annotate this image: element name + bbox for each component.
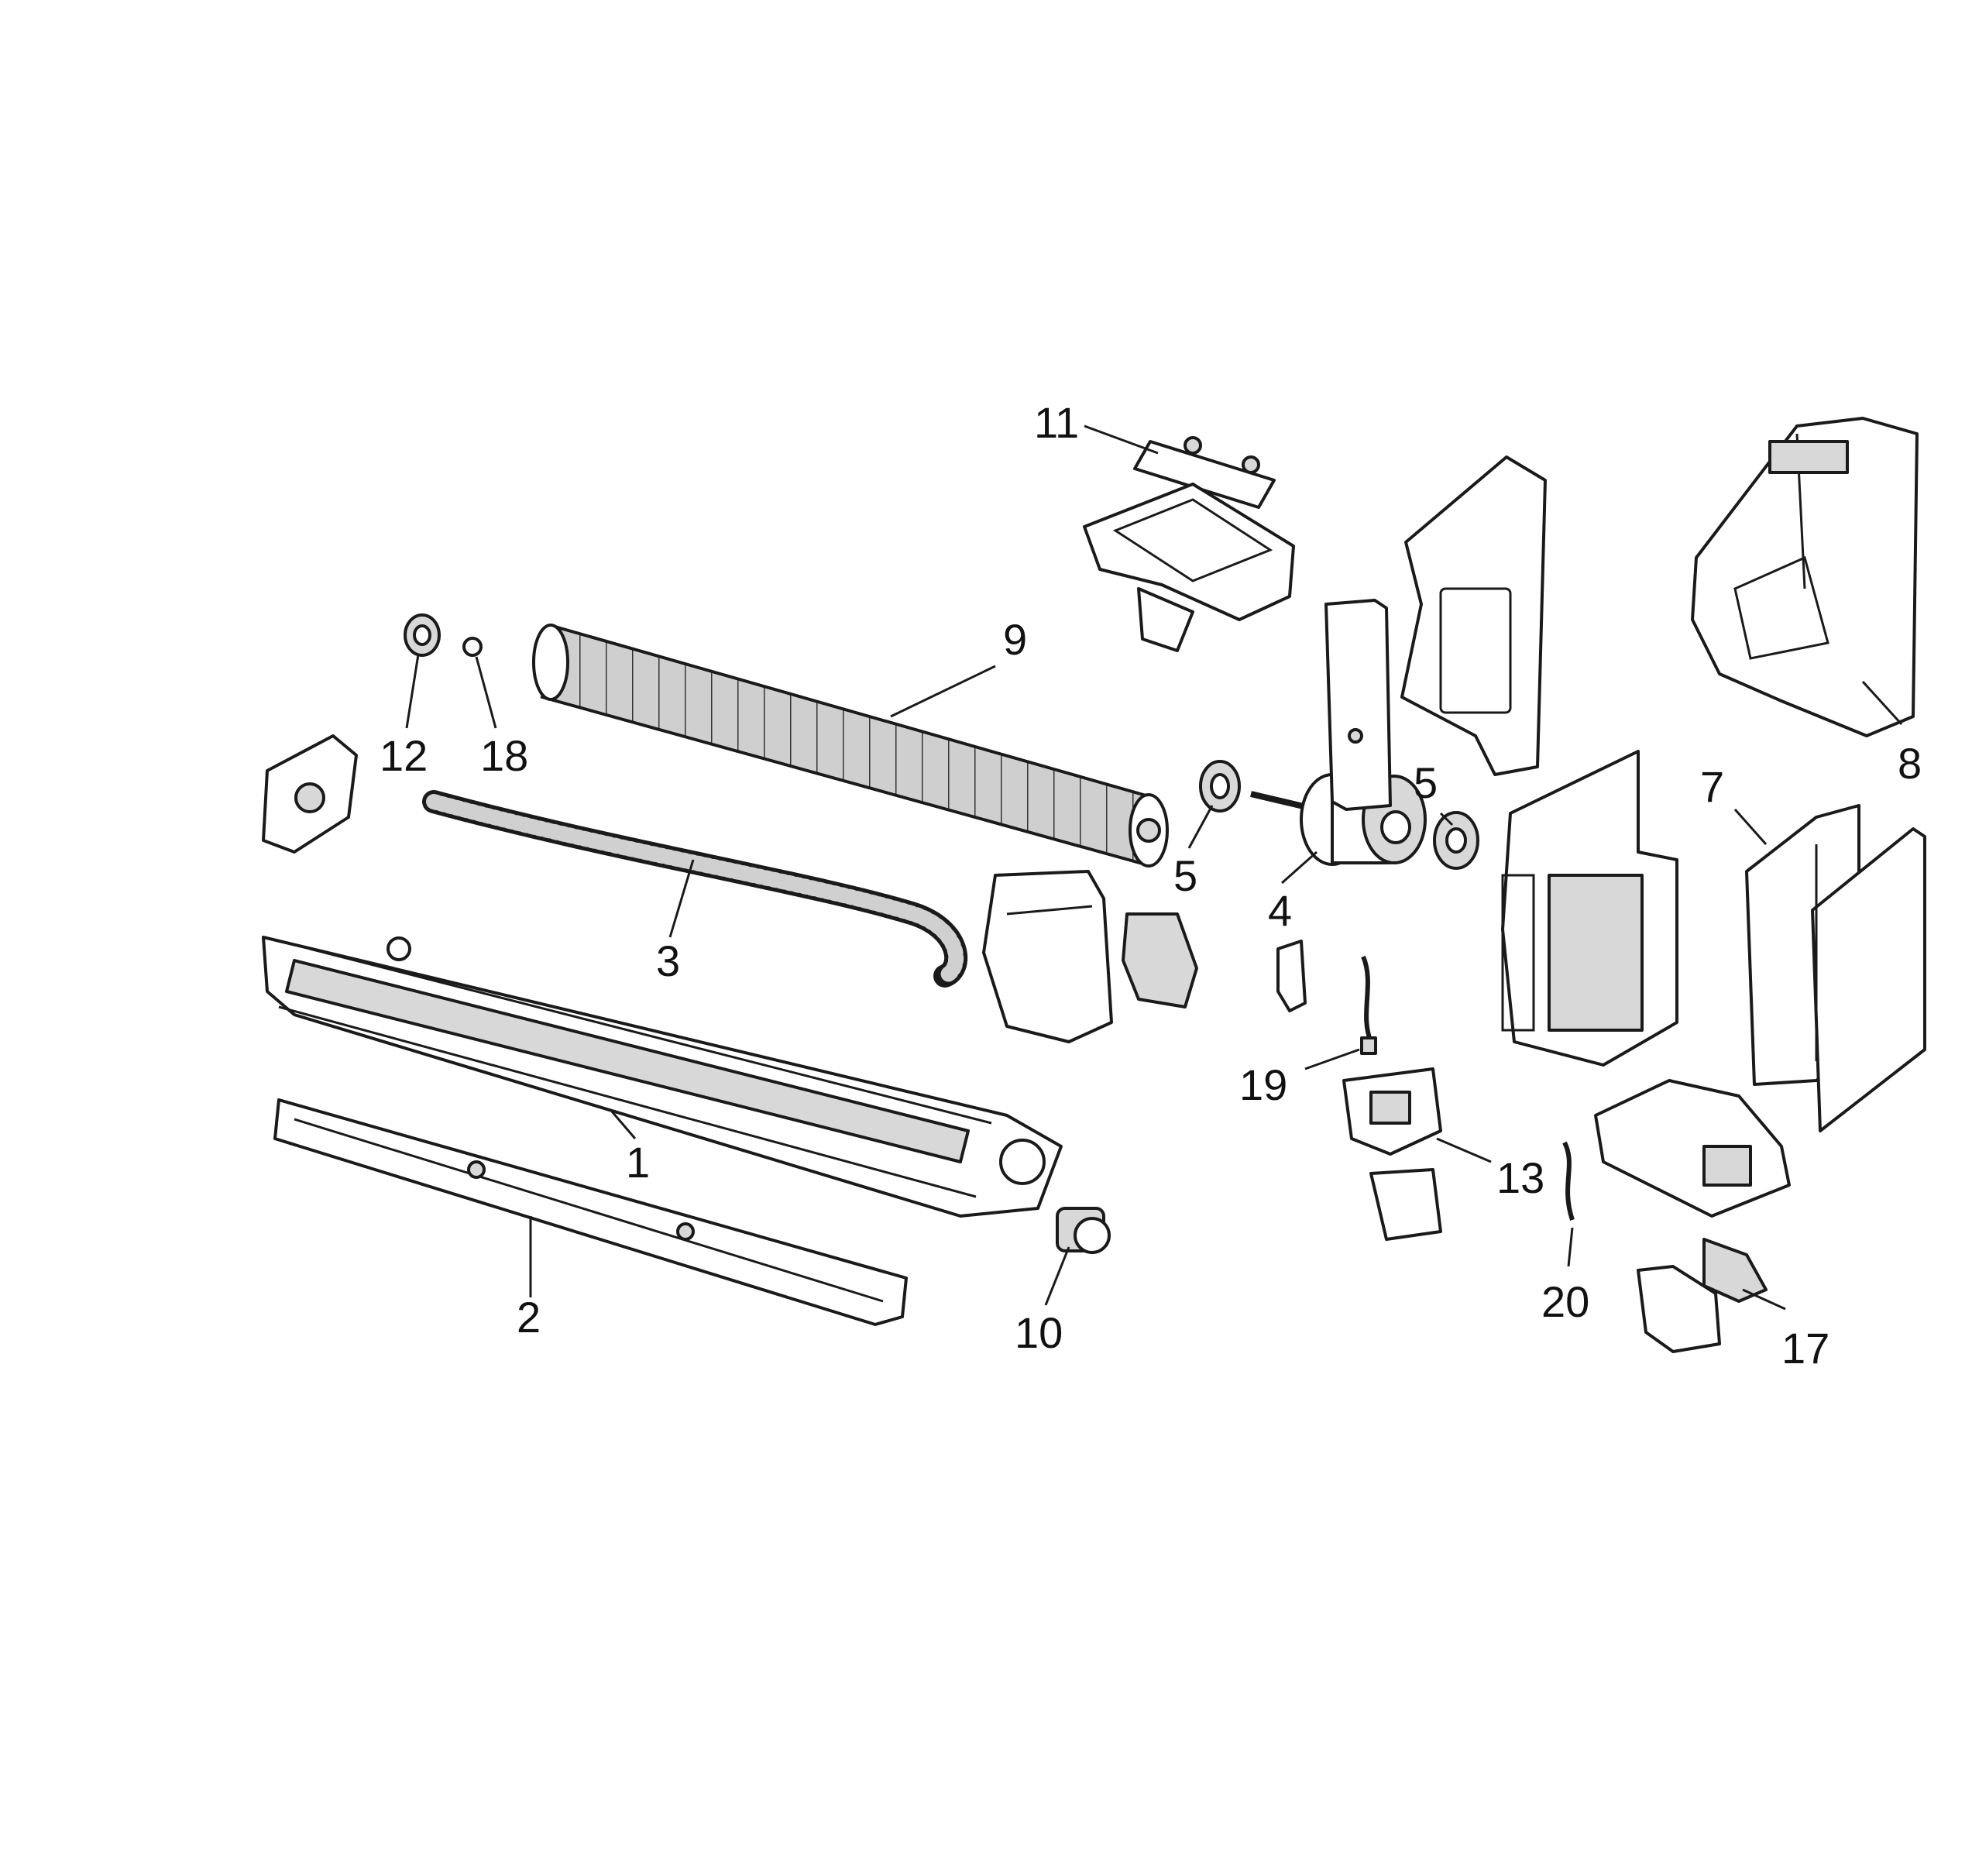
callout-13: 13 — [1496, 1153, 1544, 1202]
callout-17: 17 — [1781, 1324, 1829, 1373]
sensor — [1360, 955, 1377, 1055]
leader-20 — [1567, 1227, 1574, 1267]
cross-flow-fan — [532, 624, 1169, 868]
callout-5-left: 5 — [1173, 851, 1197, 900]
leader-7 — [1733, 809, 1768, 845]
callout-1: 1 — [626, 1138, 650, 1187]
leader-19 — [1304, 1048, 1360, 1070]
gasket-plate — [1324, 599, 1392, 811]
callout-20: 20 — [1541, 1277, 1589, 1326]
rubber-bushing — [462, 637, 483, 657]
leader-5a — [1187, 805, 1214, 849]
wire-lead — [1562, 1141, 1575, 1221]
leader-13 — [1436, 1137, 1492, 1163]
drain-hose — [422, 790, 968, 988]
callout-12: 12 — [380, 731, 428, 780]
leader-5b — [1439, 812, 1454, 826]
left-end-cap — [262, 734, 358, 854]
callout-5-right: 5 — [1414, 758, 1438, 807]
clamp — [1342, 1067, 1442, 1241]
callout-19: 19 — [1239, 1060, 1287, 1109]
motor-bushing-left — [1199, 760, 1241, 813]
motor-bushing-right — [1433, 811, 1479, 870]
louver-blade — [273, 1098, 908, 1326]
callout-9: 9 — [1003, 615, 1027, 664]
drain-pan-chassis — [262, 936, 1063, 1218]
control-box-pcb — [1501, 750, 1678, 1067]
leader-12 — [405, 654, 420, 729]
terminal-board — [1133, 436, 1276, 509]
leader-4 — [1281, 850, 1318, 885]
wire-clip — [1276, 940, 1307, 1012]
connector — [1637, 1238, 1768, 1353]
leader-1 — [610, 1111, 637, 1139]
callout-7: 7 — [1700, 762, 1724, 811]
relay-block — [1594, 1079, 1791, 1218]
leader-18 — [475, 656, 497, 729]
electrical-box-housing — [1691, 417, 1919, 737]
leader-lines — [405, 424, 1903, 1311]
callout-8: 8 — [1898, 739, 1922, 788]
leader-17 — [1742, 1288, 1786, 1311]
bearing — [404, 613, 441, 657]
callout-2: 2 — [517, 1293, 541, 1342]
leader-3 — [668, 859, 695, 938]
motor-bracket — [982, 870, 1198, 1043]
callout-labels: 1 2 3 4 5 5 7 8 9 10 11 12 13 17 18 19 2… — [380, 398, 1922, 1373]
leader-10 — [1044, 1246, 1070, 1306]
callout-4: 4 — [1268, 886, 1292, 935]
leader-8 — [1861, 680, 1903, 726]
control-box-cover — [1745, 804, 1926, 1132]
swing-motor — [1056, 1207, 1111, 1254]
callout-11: 11 — [1034, 398, 1079, 447]
callout-3: 3 — [656, 936, 680, 985]
terminal-box — [1083, 483, 1295, 652]
callout-10: 10 — [1015, 1308, 1063, 1357]
callout-18: 18 — [480, 731, 528, 780]
leader-11 — [1084, 424, 1159, 455]
mounting-bracket — [1400, 455, 1547, 776]
leader-9 — [890, 665, 996, 718]
